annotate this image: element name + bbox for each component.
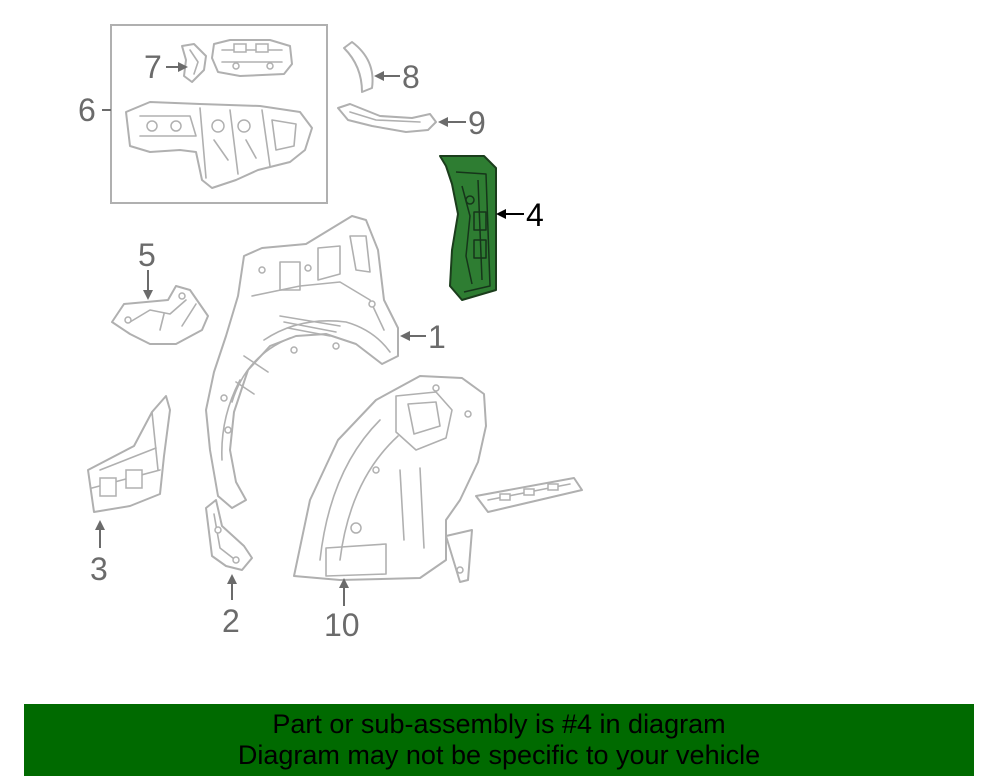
leader-1: [400, 331, 426, 341]
leader-5: [143, 270, 153, 300]
callout-2: 2: [222, 603, 240, 639]
callout-4: 4: [526, 197, 544, 233]
callout-10: 10: [324, 607, 360, 643]
leader-2: [227, 574, 237, 600]
leader-10: [339, 578, 349, 606]
callout-5: 5: [138, 237, 156, 273]
part-6-group[interactable]: [110, 24, 328, 204]
callout-8: 8: [402, 59, 420, 95]
callout-1: 1: [428, 319, 446, 355]
leader-8: [374, 71, 400, 81]
part-9-shape[interactable]: [337, 103, 437, 133]
leader-3: [95, 520, 105, 548]
part-1-shape[interactable]: [205, 215, 399, 509]
part-3-shape[interactable]: [87, 395, 171, 513]
part-4-shape[interactable]: [439, 155, 497, 301]
part-2-shape[interactable]: [205, 499, 253, 571]
banner-line-1: Part or sub-assembly is #4 in diagram: [272, 709, 726, 739]
leader-7: [166, 62, 188, 72]
banner-line-2: Diagram may not be specific to your vehi…: [237, 740, 761, 770]
part-7-shape: [181, 43, 207, 83]
leader-4: [496, 209, 524, 219]
callout-6: 6: [78, 92, 96, 128]
leader-9: [438, 117, 466, 127]
callout-9: 9: [468, 105, 486, 141]
callout-3: 3: [90, 551, 108, 587]
part-5-shape[interactable]: [111, 285, 209, 345]
parts-diagram: 7 6 8 9 4 5 1 3 2 10: [78, 24, 583, 643]
part-8-shape[interactable]: [343, 41, 374, 93]
part-6-shape: [125, 101, 313, 189]
info-banner: Part or sub-assembly is #4 in diagram Di…: [24, 704, 974, 776]
part-6-upper-shape: [211, 39, 293, 77]
part-10-shape[interactable]: [293, 375, 583, 583]
callout-7: 7: [144, 49, 162, 85]
